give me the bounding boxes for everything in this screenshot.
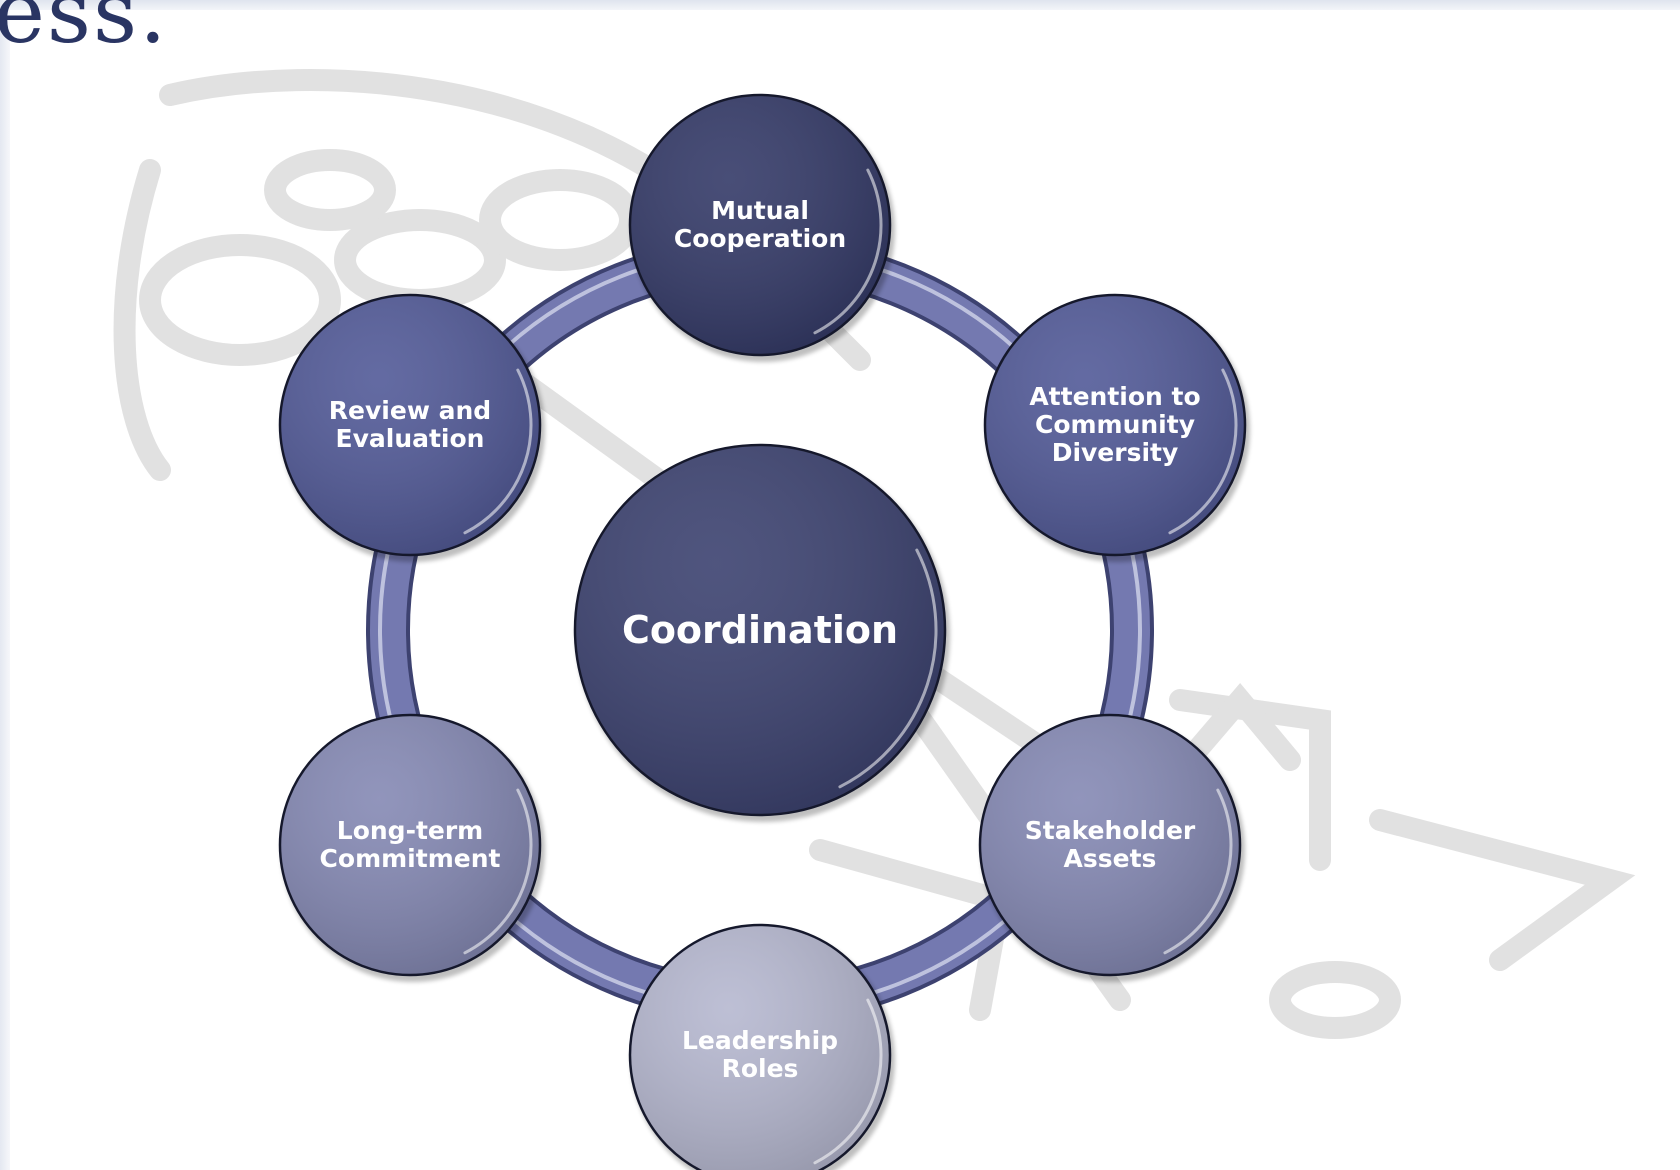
node-leadership-roles	[628, 923, 895, 1170]
node-long-term-commitment-rim-highlight	[463, 788, 533, 955]
node-leadership-roles-shade	[631, 926, 889, 1170]
center-node-label: Coordination	[621, 607, 899, 652]
node-label-attention-to-community-diversity: Attention to Community Diversity	[1029, 382, 1201, 467]
node-stakeholder-assets-rim-highlight	[1163, 788, 1233, 955]
node-attention-to-community-diversity-rim-highlight	[1168, 368, 1238, 535]
node-long-term-commitment	[278, 713, 545, 982]
node-label-review-and-evaluation: Review and Evaluation	[328, 396, 492, 453]
node-mutual-cooperation-rim-highlight	[813, 168, 883, 335]
slide-heading-fragment: ess.	[0, 0, 169, 63]
slide-top-band	[0, 0, 1680, 10]
node-label-stakeholder-assets: Stakeholder Assets	[1024, 816, 1196, 873]
node-review-and-evaluation-shade	[281, 296, 539, 554]
slide-left-band	[0, 0, 10, 1170]
node-label-leadership-roles: Leadership Roles	[681, 1026, 839, 1083]
nodes-layer	[278, 93, 1250, 1170]
node-stakeholder-assets	[978, 713, 1245, 982]
node-review-and-evaluation	[278, 293, 545, 562]
node-leadership-roles-rim-highlight	[813, 998, 883, 1165]
center-node-coordination-rim-highlight	[838, 548, 938, 789]
node-attention-to-community-diversity-shade	[986, 296, 1244, 554]
node-mutual-cooperation	[628, 93, 895, 362]
node-long-term-commitment-shade	[281, 716, 539, 974]
node-stakeholder-assets-shade	[981, 716, 1239, 974]
node-label-mutual-cooperation: Mutual Cooperation	[673, 196, 847, 253]
node-review-and-evaluation-rim-highlight	[463, 368, 533, 535]
node-mutual-cooperation-shade	[631, 96, 889, 354]
node-label-long-term-commitment: Long-term Commitment	[319, 816, 501, 873]
center-node-coordination-shade	[576, 446, 944, 814]
center-node-coordination	[573, 443, 950, 822]
node-attention-to-community-diversity	[983, 293, 1250, 562]
